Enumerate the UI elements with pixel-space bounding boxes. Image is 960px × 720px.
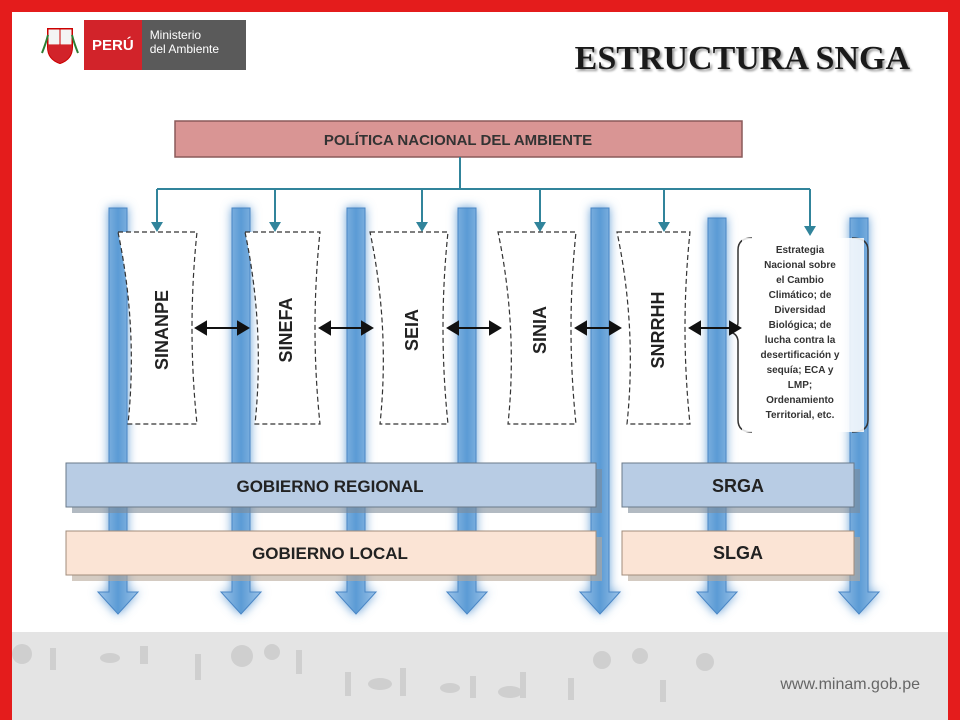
logo-ministry-line2: del Ambiente: [149, 42, 220, 56]
strategy-line: Nacional sobre: [764, 260, 836, 271]
srga-bar: SRGA: [621, 462, 860, 513]
politica-nacional-box: POLÍTICA NACIONAL DEL AMBIENTE: [174, 120, 743, 158]
strategy-line: LMP;: [788, 380, 812, 391]
coat-of-arms-icon: [36, 20, 84, 70]
column-arrow: [219, 207, 263, 615]
srga-label: SRGA: [712, 476, 764, 496]
system-box: SINEFA: [244, 231, 321, 425]
strategy-line: el Cambio: [776, 275, 824, 286]
footer-decoration: [0, 632, 960, 720]
system-box: SINIA: [497, 231, 577, 425]
strategy-line: sequía; ECA y: [767, 365, 834, 376]
double-arrow-icon: [194, 320, 250, 336]
gobierno-local-bar: GOBIERNO LOCAL: [65, 530, 602, 581]
slga-bar: SLGA: [621, 530, 860, 581]
strategy-line: Estrategia: [776, 245, 825, 256]
column-arrow: [578, 207, 622, 615]
politica-nacional-label: POLÍTICA NACIONAL DEL AMBIENTE: [324, 132, 592, 149]
distribution-arrowheads: [151, 222, 816, 236]
strategy-line: desertificación y: [761, 350, 840, 361]
border-right: [948, 0, 960, 720]
ministry-logo: PERÚ Ministerio del Ambiente: [36, 20, 256, 70]
system-box: SINANPE: [117, 231, 198, 425]
logo-country: PERÚ: [84, 20, 142, 70]
double-arrow-icon: [574, 320, 622, 336]
strategy-line: Territorial, etc.: [766, 410, 835, 421]
system-label: SINIA: [530, 306, 550, 354]
system-box: SEIA: [369, 231, 449, 425]
gobierno-regional-bar: GOBIERNO REGIONAL: [65, 462, 602, 513]
slga-label: SLGA: [713, 543, 763, 563]
landscape-silhouettes: [0, 632, 960, 720]
gobierno-local-label: GOBIERNO LOCAL: [252, 544, 408, 563]
strategy-line: Biológica; de: [769, 320, 832, 331]
double-arrow-icon: [446, 320, 502, 336]
border-left: [0, 0, 12, 720]
strategy-text: Estrategia Nacional sobre el Cambio Clim…: [761, 245, 840, 421]
system-label: SINEFA: [276, 297, 296, 362]
logo-ministry: Ministerio del Ambiente: [141, 20, 246, 70]
strategy-line: Ordenamiento: [766, 395, 834, 406]
system-label: SINANPE: [152, 290, 172, 370]
double-arrow-icon: [318, 320, 374, 336]
strategy-line: Diversidad: [774, 305, 825, 316]
website-url: www.minam.gob.pe: [780, 676, 920, 693]
system-label: SEIA: [402, 309, 422, 351]
column-arrow: [695, 217, 739, 615]
page-title: ESTRUCTURA SNGA: [574, 40, 910, 77]
column-arrow: [334, 207, 378, 615]
distribution-connectors: [156, 157, 811, 230]
gobierno-regional-label: GOBIERNO REGIONAL: [236, 477, 423, 496]
border-top: [0, 0, 960, 12]
bidirectional-arrows: [194, 320, 742, 336]
system-label: SNRRHH: [648, 291, 668, 368]
column-arrow: [445, 207, 489, 615]
strategy-box: Estrategia Nacional sobre el Cambio Clim…: [729, 237, 869, 433]
strategy-line: lucha contra la: [765, 335, 836, 346]
system-box: SNRRHH: [616, 231, 691, 425]
strategy-line: Climático; de: [769, 290, 832, 301]
logo-ministry-line1: Ministerio: [149, 28, 202, 42]
double-arrow-icon: [688, 320, 742, 336]
